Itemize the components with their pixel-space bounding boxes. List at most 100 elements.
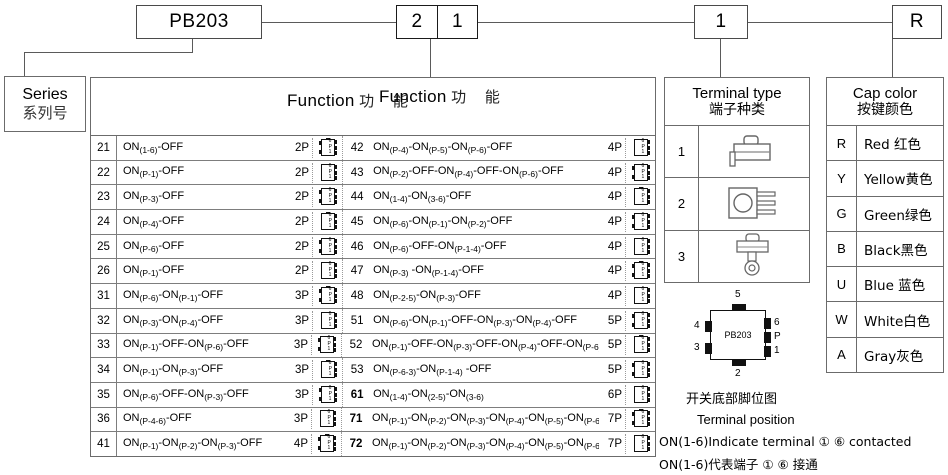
function-pole-count: 5P xyxy=(607,339,622,352)
table-row[interactable]: 3 xyxy=(665,230,809,282)
function-code: 22 xyxy=(91,160,117,185)
part-code-function-box[interactable]: 2 1 xyxy=(396,5,478,39)
function-pole-count: 4P xyxy=(607,141,622,154)
function-description: ON(P-1)-OFF xyxy=(123,165,185,180)
part-code-terminal-box[interactable]: 1 xyxy=(694,5,748,39)
function-code: 21 xyxy=(91,136,117,160)
cap-color-name: Yellow黄色 xyxy=(864,172,933,189)
connector-line-terminal-to-cap xyxy=(748,22,892,23)
part-code-cap-box[interactable]: R xyxy=(892,5,942,39)
function-code: 53 xyxy=(350,364,364,377)
part-code-function-digit-2[interactable]: 1 xyxy=(451,11,463,32)
function-code: 26 xyxy=(91,259,117,284)
drop-line-cap xyxy=(892,38,893,77)
part-code-function-digit-1[interactable]: 2 xyxy=(397,6,438,38)
function-code: 32 xyxy=(91,308,117,333)
function-description: ON(P-3) -ON(P-1-4)-OFF xyxy=(373,264,484,279)
function-code: 71 xyxy=(349,413,363,426)
function-header-left: Function 功 能 xyxy=(287,90,415,111)
function-description: ON(P-6)-OFF-ON(P-1-4)-OFF xyxy=(373,239,507,254)
table-row[interactable]: 1 xyxy=(665,126,809,179)
terminal-type-header: Terminal type 端子种类 xyxy=(665,78,809,126)
function-header-right-cn: 功 能 xyxy=(451,88,507,106)
function-pole-count: 2P xyxy=(295,191,310,204)
pcb-pin-terminal-icon xyxy=(699,178,809,229)
pin-pad-left-upper xyxy=(705,321,712,332)
connector-line-series-to-function xyxy=(262,22,396,23)
part-code-series-box[interactable]: PB203 xyxy=(136,5,262,39)
function-description: ON(P-6)-OFF xyxy=(123,239,185,254)
function-description: ON(P-1)-ON(P-2)-ON(P-3)-OFF xyxy=(123,437,263,452)
drop-line-terminal xyxy=(720,38,721,77)
function-pole-count: 3P xyxy=(295,289,310,302)
pin-label-right-lower: 1 xyxy=(774,345,780,356)
note-terminal-position-cn: 开关底部脚位图 xyxy=(686,392,778,407)
function-description: ON(P-4)-OFF xyxy=(123,214,185,229)
function-description: ON(P-1)-OFF xyxy=(123,264,185,279)
function-code: 23 xyxy=(91,185,117,210)
pin-label-left-upper: 4 xyxy=(694,320,700,331)
function-pole-count: 6P xyxy=(607,388,622,401)
cap-color-header: Cap color 按键颜色 xyxy=(827,78,943,126)
table-row[interactable]: 2 xyxy=(665,178,809,231)
cap-color-code: G xyxy=(827,196,857,231)
